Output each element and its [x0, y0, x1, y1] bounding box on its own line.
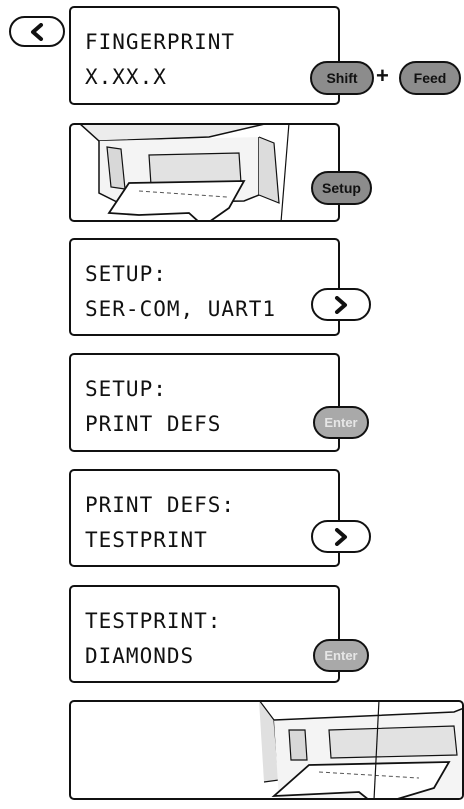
lcd-display-version: FINGERPRINT X.XX.X [69, 6, 340, 105]
next-button[interactable] [311, 520, 371, 553]
display-line-2: TESTPRINT [85, 528, 208, 552]
lcd-display-setup-printdefs: SETUP: PRINT DEFS [69, 353, 340, 452]
printer-output-icon [259, 702, 462, 798]
display-line-2: PRINT DEFS [85, 412, 222, 436]
chevron-right-icon [335, 527, 347, 546]
enter-button[interactable]: Enter [313, 639, 369, 672]
printer-icon [80, 125, 290, 220]
display-line-2: DIAMONDS [85, 644, 195, 668]
setup-button[interactable]: Setup [311, 171, 372, 205]
chevron-left-icon [31, 22, 43, 41]
back-button[interactable] [9, 16, 65, 47]
printer-illustration-panel [69, 123, 340, 222]
lcd-display-printdefs-testprint: PRINT DEFS: TESTPRINT [69, 469, 340, 567]
display-line-1: FINGERPRINT [85, 30, 236, 54]
chevron-right-icon [335, 295, 347, 314]
enter-button[interactable]: Enter [313, 406, 369, 439]
lcd-display-setup-sercom: SETUP: SER-COM, UART1 [69, 238, 340, 336]
printer-output-panel [69, 700, 464, 800]
display-line-1: PRINT DEFS: [85, 493, 236, 517]
lcd-display-testprint-diamonds: TESTPRINT: DIAMONDS [69, 585, 340, 683]
display-line-1: TESTPRINT: [85, 609, 222, 633]
shift-button[interactable]: Shift [310, 61, 374, 95]
display-line-2: X.XX.X [85, 65, 167, 89]
display-line-2: SER-COM, UART1 [85, 297, 277, 321]
next-button[interactable] [311, 288, 371, 321]
display-line-1: SETUP: [85, 262, 167, 286]
feed-button[interactable]: Feed [399, 61, 461, 95]
display-line-1: SETUP: [85, 377, 167, 401]
plus-sign: + [376, 63, 389, 88]
